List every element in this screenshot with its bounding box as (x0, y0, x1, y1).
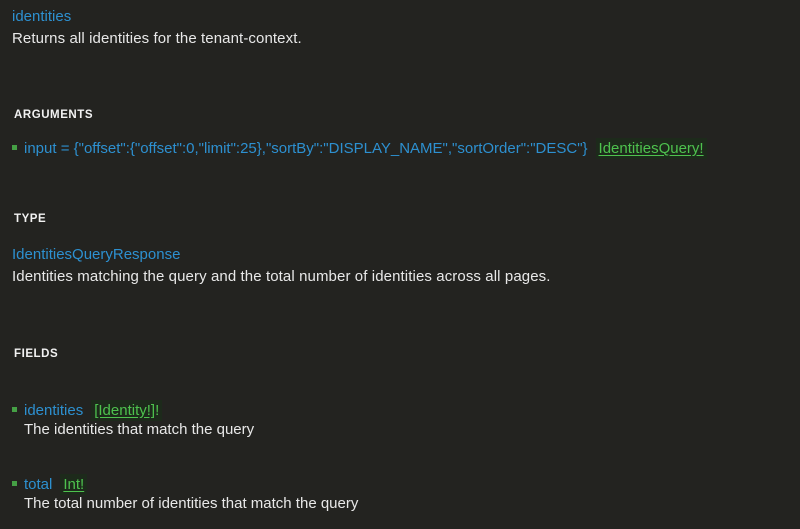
field-type-link-total[interactable]: Int! (60, 474, 88, 495)
section-heading-arguments: ARGUMENTS (14, 109, 94, 121)
bullet-icon (12, 407, 17, 413)
argument-expression: input = {"offset":{"offset":0,"limit":25… (24, 140, 588, 157)
field-type-link-suffix: ! (155, 402, 160, 419)
field-description-identities: The identities that match the query (24, 421, 255, 438)
field-row: identities [Identity!]! (12, 400, 796, 421)
argument-row: input = {"offset":{"offset":0,"limit":25… (12, 138, 796, 159)
type-description: Identities matching the query and the to… (12, 268, 551, 285)
field-type-link-text: Int! (63, 476, 85, 493)
bullet-icon (12, 481, 17, 487)
field-title[interactable]: identities (12, 8, 72, 25)
argument-type-link[interactable]: IdentitiesQuery! (595, 138, 707, 159)
field-type-link-identities[interactable]: [Identity!]! (91, 400, 163, 421)
bullet-icon (12, 145, 17, 151)
field-description: Returns all identities for the tenant-co… (12, 30, 302, 47)
argument-type-link-text: IdentitiesQuery! (598, 140, 704, 157)
field-row: total Int! (12, 474, 796, 495)
field-type-link-text: [Identity!] (94, 402, 156, 419)
section-heading-fields: FIELDS (14, 348, 59, 360)
field-description-total: The total number of identities that matc… (24, 495, 359, 512)
doc-header: identities Returns all identities for th… (12, 7, 788, 49)
field-name-identities[interactable]: identities (24, 402, 84, 419)
type-block: IdentitiesQueryResponse Identities match… (12, 244, 788, 287)
field-name-total[interactable]: total (24, 476, 53, 493)
section-heading-type: TYPE (14, 213, 47, 225)
type-name-link[interactable]: IdentitiesQueryResponse (12, 246, 181, 263)
